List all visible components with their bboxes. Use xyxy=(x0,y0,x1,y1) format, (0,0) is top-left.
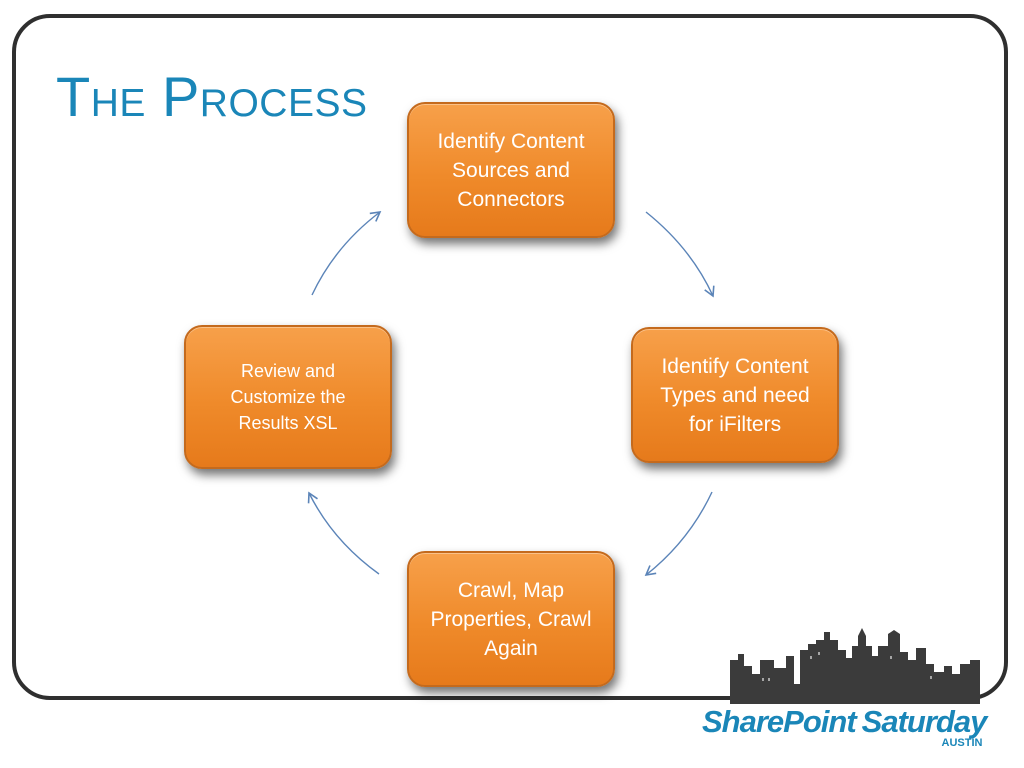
process-step-label: Crawl, Map Properties, Crawl Again xyxy=(430,578,592,660)
logo-city: AUSTIN xyxy=(942,737,983,749)
logo-brand-part2: Saturday xyxy=(862,704,989,739)
process-step-crawl-map: Crawl, Map Properties, Crawl Again xyxy=(407,551,615,687)
arrow-left-to-top xyxy=(311,211,382,296)
process-step-label: Review and Customize the Results XSL xyxy=(230,361,346,433)
process-step-review-xsl: Review and Customize the Results XSL xyxy=(184,325,392,469)
process-step-label: Identify Content Types and need for iFil… xyxy=(660,354,810,436)
process-step-identify-sources: Identify Content Sources and Connectors xyxy=(407,102,615,238)
arrow-right-to-bottom xyxy=(644,491,713,577)
process-step-identify-types: Identify Content Types and need for iFil… xyxy=(631,327,839,463)
austin-skyline-icon xyxy=(730,628,980,704)
arrow-bottom-to-left xyxy=(307,491,380,575)
process-step-label: Identify Content Sources and Connectors xyxy=(437,129,585,211)
arrow-top-to-right xyxy=(645,211,715,298)
logo-brand-part1: SharePoint xyxy=(702,704,858,739)
slide-title: The Process xyxy=(56,65,368,128)
